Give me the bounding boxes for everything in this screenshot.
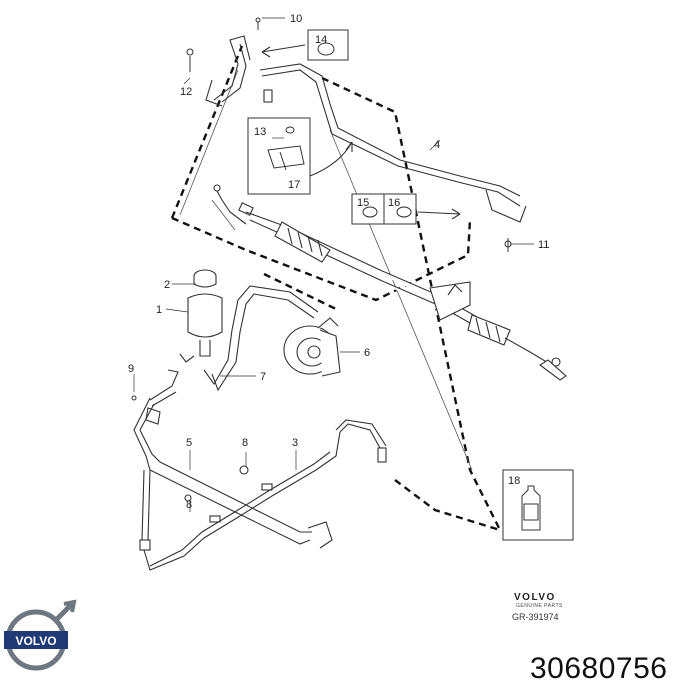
callout-16: 16 bbox=[388, 197, 400, 209]
steering-rack bbox=[213, 184, 567, 381]
callout-7: 7 bbox=[260, 371, 266, 383]
logo-wordmark: VOLVO bbox=[15, 634, 56, 648]
callout-labels: 10 14 12 13 17 4 15 16 11 2 1 6 7 9 5 8 … bbox=[128, 13, 549, 511]
inset-18 bbox=[502, 469, 574, 541]
callout-8-upper: 8 bbox=[242, 437, 248, 449]
callout-15: 15 bbox=[357, 197, 369, 209]
inset-13-17 bbox=[247, 117, 311, 195]
callout-9: 9 bbox=[128, 363, 134, 375]
suction-hose bbox=[179, 285, 319, 392]
inset-14 bbox=[307, 29, 349, 61]
assembly-boundary bbox=[170, 45, 502, 532]
inset-15-16 bbox=[351, 193, 417, 225]
callout-18: 18 bbox=[508, 475, 520, 487]
callout-17: 17 bbox=[288, 179, 300, 191]
callout-10: 10 bbox=[290, 13, 302, 25]
callout-13: 13 bbox=[254, 126, 266, 138]
callout-5: 5 bbox=[186, 437, 192, 449]
callout-2: 2 bbox=[164, 279, 170, 291]
fluid-reservoir bbox=[187, 269, 223, 357]
callout-12: 12 bbox=[180, 86, 192, 98]
power-steering-pump bbox=[283, 317, 341, 377]
brand-name: VOLVO bbox=[514, 592, 556, 603]
brand-tagline: GENUINE PARTS bbox=[516, 603, 563, 609]
guide-lines bbox=[179, 69, 473, 471]
callout-6: 6 bbox=[364, 347, 370, 359]
callout-8-lower: 8 bbox=[186, 499, 192, 511]
callout-1: 1 bbox=[156, 304, 162, 316]
diagram-reference: GR-391974 bbox=[512, 612, 559, 622]
pointer-arrows bbox=[261, 44, 461, 220]
callout-11: 11 bbox=[538, 239, 549, 251]
upper-lines bbox=[205, 35, 527, 223]
callout-14: 14 bbox=[315, 34, 327, 46]
callout-3: 3 bbox=[292, 437, 298, 449]
callout-leaders bbox=[133, 17, 534, 512]
lower-lines bbox=[133, 369, 387, 571]
callout-4: 4 bbox=[434, 139, 440, 151]
fasteners bbox=[131, 17, 512, 401]
volvo-logo: VOLVO bbox=[4, 599, 77, 671]
part-number: 30680756 bbox=[530, 652, 668, 685]
